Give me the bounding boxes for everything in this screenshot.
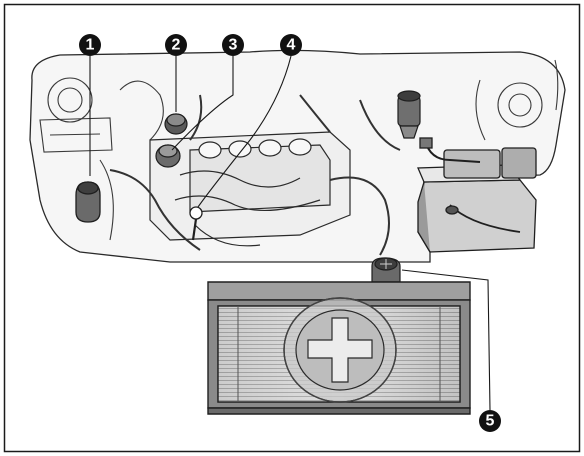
left-reservoir [75,181,101,223]
callout-3-number: 3 [229,37,238,54]
callout-4-number: 4 [287,37,296,54]
radiator-cap [371,257,401,283]
hoses [109,94,401,256]
callout-3: 3 [222,34,244,56]
leader-line-4 [197,55,292,208]
callout-5: 5 [479,410,501,432]
oil-dipstick [189,206,203,241]
right-fender-detail [475,59,559,141]
leader-lines [89,55,491,411]
callout-2-number: 2 [172,37,181,54]
engine-block [149,131,351,247]
block-cap [155,144,181,168]
callout-1-number: 1 [86,37,95,54]
leader-line-5 [401,269,491,411]
callout-1: 1 [79,34,101,56]
left-fender-detail [39,77,164,241]
leader-line-3 [171,56,234,151]
callout-5-number: 5 [486,413,495,430]
battery [417,137,537,253]
engine-oil-filler-cap [164,113,188,135]
callout-4: 4 [280,34,302,56]
callout-2: 2 [165,34,187,56]
cooling-fan [295,309,385,391]
brake-fluid-reservoir [397,90,421,139]
radiator [207,281,471,415]
